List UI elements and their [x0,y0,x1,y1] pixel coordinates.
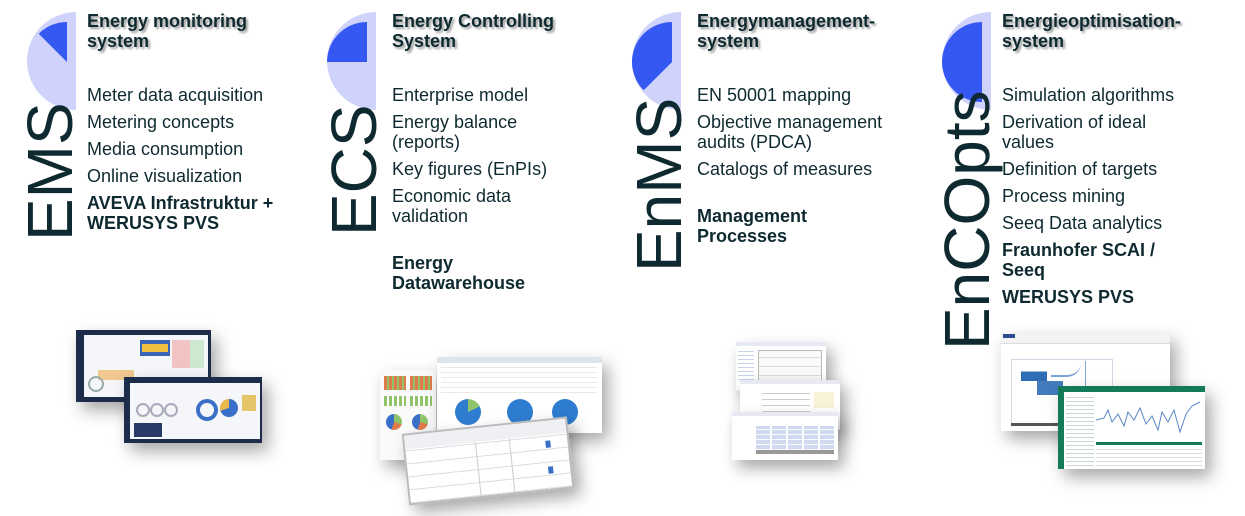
column-title: Energieoptimisation- system [1002,11,1181,51]
vendor-label: Management Processes [697,206,808,246]
column-ecs: ECS Energy Controlling System Enterprise… [305,0,610,516]
column-title: Energy Controlling System [392,11,554,51]
progress-half-pie-icon [327,12,376,110]
dashboard-screenshot [124,377,262,443]
progress-half-pie-icon [27,12,76,110]
feature-item: Process mining [1002,186,1126,206]
report-screenshot [437,357,602,433]
feature-item: Simulation algorithms [1002,85,1175,105]
feature-list: Enterprise model Energy balance (reports… [392,85,547,300]
vendor-label: WERUSYS PVS [1002,287,1135,307]
title-line: Energy Controlling [392,11,554,31]
feature-item: Definition of targets [1002,159,1158,179]
title-line: Energieoptimisation- [1002,11,1182,31]
acronym-label: EMS [14,102,86,241]
trend-line-icon [1096,401,1201,434]
trend-analytics-screenshot [1058,386,1205,469]
progress-half-pie-icon [942,12,991,110]
feature-item: Economic data validation [392,186,512,226]
title-line: Energy monitoring [87,11,248,31]
title-line: system [1002,31,1065,51]
feature-item: Enterprise model [392,85,529,105]
feature-item: Derivation of ideal values [1002,112,1147,152]
vendor-label: Energy Datawarehouse [392,253,526,293]
vendor-label: AVEVA Infrastruktur + WERUSYS PVS [87,193,274,233]
column-title: Energy monitoring system [87,11,247,51]
feature-item: Objective management audits (PDCA) [697,112,883,152]
progress-half-pie-icon [631,12,681,110]
acronym-label: EnMS [623,97,695,272]
column-encopts: EnCOpts Energieoptimisation- system Simu… [920,0,1245,516]
feature-item: Online visualization [87,166,243,186]
feature-list: EN 50001 mapping Objective management au… [697,85,882,253]
feature-list: Simulation algorithms Derivation of idea… [1002,85,1174,314]
acronym-label: ECS [318,104,390,236]
feature-item: Media consumption [87,139,244,159]
feature-item: Meter data acquisition [87,85,264,105]
feature-item: Catalogs of measures [697,159,873,179]
dashboard-screenshot [76,330,211,402]
feature-item: Energy balance (reports) [392,112,518,152]
acronym-label: EnCOpts [931,90,1003,350]
title-line: Energymanagement- [697,11,876,31]
title-line: system [697,31,760,51]
column-enms: EnMS Energymanagement- system EN 50001 m… [610,0,920,516]
feature-item: Seeq Data analytics [1002,213,1163,233]
feature-item: Key figures (EnPIs) [392,159,548,179]
feature-list: Meter data acquisition Metering concepts… [87,85,273,240]
title-line: system [87,31,150,51]
feature-item: Metering concepts [87,112,235,132]
table-screenshot [732,412,838,460]
feature-item: EN 50001 mapping [697,85,852,105]
column-ems: EMS Energy monitoring system Meter data … [0,0,305,516]
report-screenshot [380,370,436,460]
title-line: System [392,31,457,51]
vendor-label: Fraunhofer SCAI / Seeq [1002,240,1156,280]
column-title: Energymanagement- system [697,11,875,51]
